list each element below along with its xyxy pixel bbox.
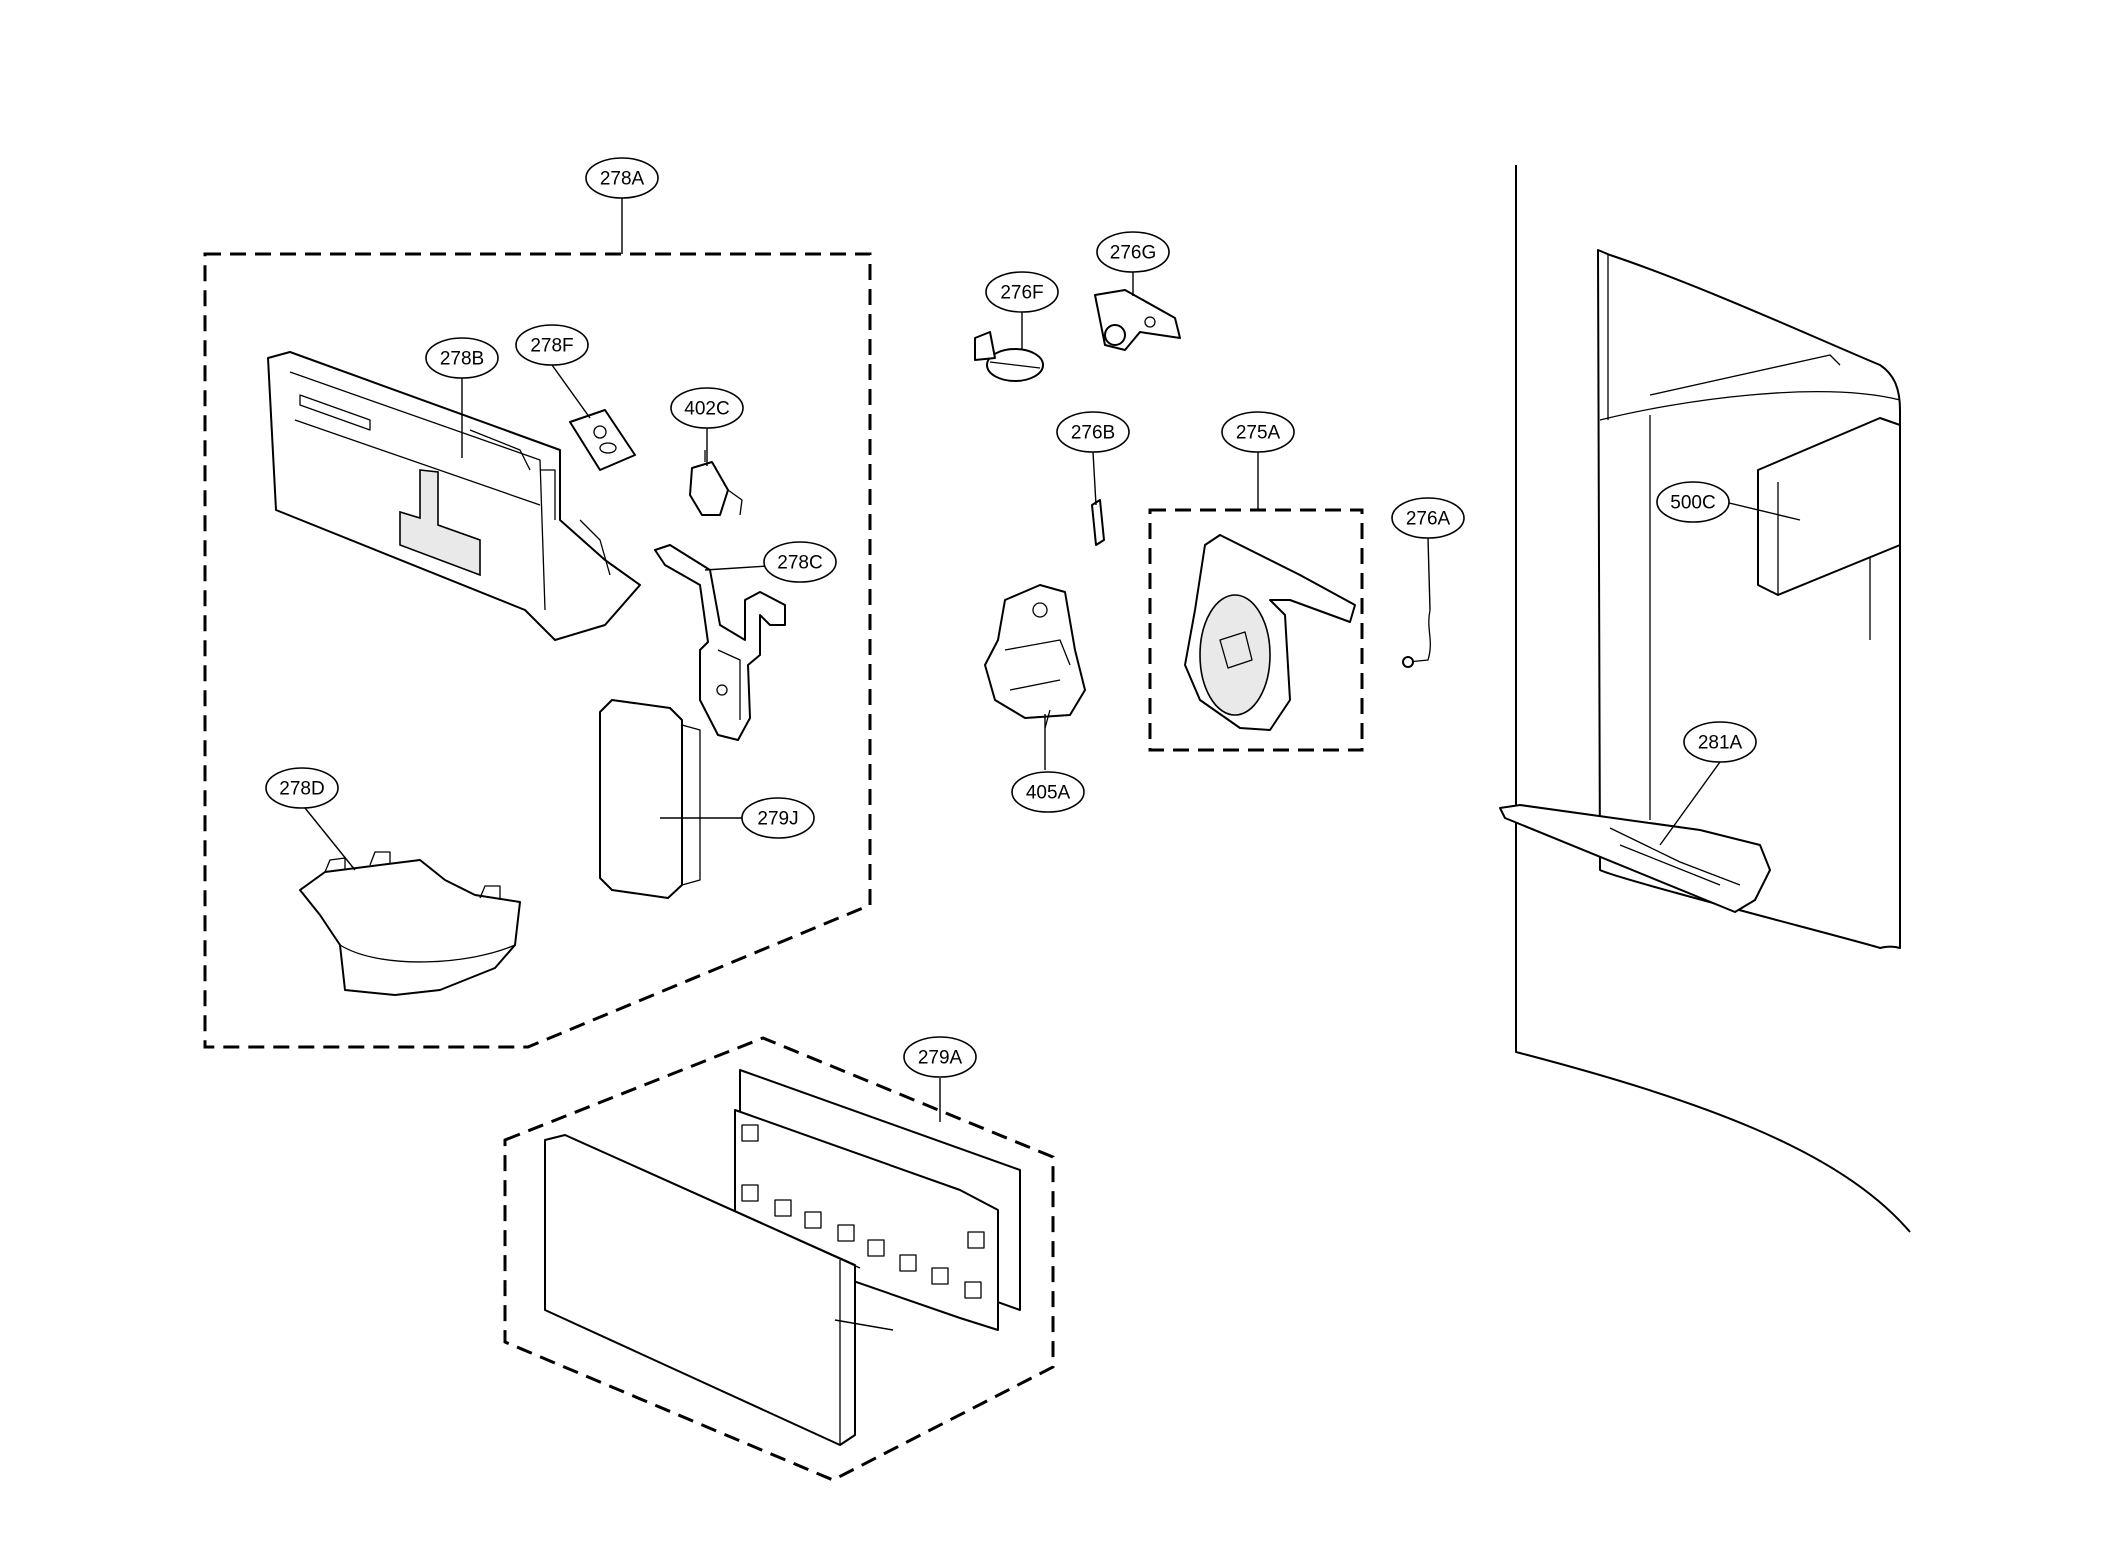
part-278D-chute — [299, 851, 521, 996]
svg-text:278B: 278B — [440, 349, 484, 370]
part-276B-pin — [1091, 499, 1105, 546]
part-278F-plate — [569, 409, 636, 471]
part-275A-flap — [1184, 534, 1356, 731]
svg-text:276A: 276A — [1406, 509, 1451, 530]
part-279A-front-cover — [544, 1134, 861, 1446]
svg-text:405A: 405A — [1026, 783, 1071, 804]
assembly-279A-group — [503, 1036, 1055, 1482]
part-500C-panel — [1757, 417, 1901, 596]
part-405A-motor — [984, 584, 1086, 729]
part-278C-bracket — [654, 544, 786, 741]
svg-text:500C: 500C — [1670, 493, 1715, 514]
svg-text:278C: 278C — [777, 553, 822, 574]
part-402C-switch — [689, 450, 743, 516]
assembly-275A-group — [1148, 452, 1364, 752]
part-276F-cam — [974, 331, 1044, 382]
callout-402C: 402C — [670, 387, 744, 429]
part-279A-control-board — [734, 1069, 1021, 1331]
assembly-279A-dashed-boundary — [503, 1036, 1055, 1482]
door-assembly — [1499, 165, 1911, 1233]
svg-text:281A: 281A — [1698, 733, 1743, 754]
assembly-278A-group — [203, 198, 872, 1049]
callout-276A: 276A — [1391, 497, 1465, 539]
callout-278D: 278D — [265, 767, 339, 809]
callout-276B: 276B — [1056, 411, 1130, 453]
svg-text:278D: 278D — [279, 779, 324, 800]
svg-text:278F: 278F — [530, 336, 573, 357]
svg-text:278A: 278A — [600, 169, 645, 190]
part-278B-housing — [267, 351, 641, 641]
svg-text:275A: 275A — [1236, 423, 1281, 444]
callout-281A: 281A — [1683, 721, 1757, 763]
callout-276F: 276F — [985, 271, 1059, 313]
callout-279J: 279J — [741, 797, 815, 839]
svg-text:276G: 276G — [1110, 243, 1156, 264]
assembly-278A-dashed-boundary — [203, 252, 872, 1049]
svg-text:279J: 279J — [757, 809, 798, 830]
callout-500C: 500C — [1656, 481, 1730, 523]
part-276G-bracket — [1094, 289, 1181, 351]
svg-text:276F: 276F — [1000, 283, 1043, 304]
callout-275A: 275A — [1221, 411, 1295, 453]
callout-278F: 278F — [515, 324, 589, 366]
callout-405A: 405A — [1011, 771, 1085, 813]
callout-279A: 279A — [903, 1036, 977, 1078]
part-281A-drip-tray — [1499, 804, 1771, 913]
assembly-275A-dashed-boundary — [1148, 508, 1364, 752]
svg-text:276B: 276B — [1071, 423, 1115, 444]
svg-text:402C: 402C — [684, 399, 729, 420]
part-276A-spring — [1402, 609, 1431, 668]
callout-278B: 278B — [425, 337, 499, 379]
svg-text:279A: 279A — [918, 1048, 963, 1069]
callout-276G: 276G — [1096, 231, 1170, 273]
callout-278A: 278A — [585, 157, 659, 199]
part-279J-panel — [599, 699, 701, 899]
callout-278C: 278C — [763, 541, 837, 583]
